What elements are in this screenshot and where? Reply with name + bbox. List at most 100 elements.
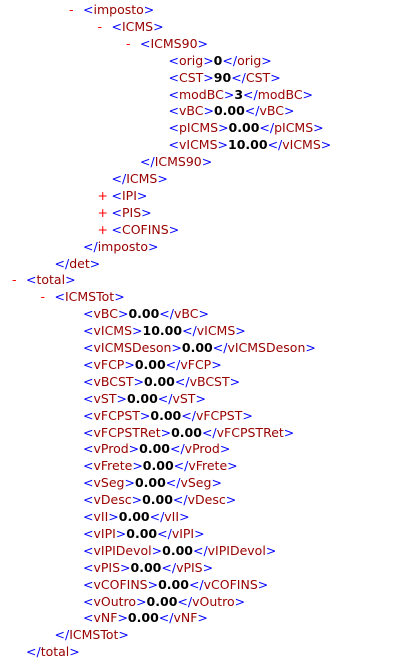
- bracket: </: [173, 458, 189, 474]
- element-name: vST: [172, 390, 196, 406]
- bracket: >: [320, 137, 332, 153]
- collapse-toggle[interactable]: -: [69, 2, 74, 17]
- bracket: >: [261, 52, 272, 68]
- element-name: vICMSDeson: [93, 340, 172, 355]
- element-name: modBC: [257, 86, 303, 102]
- bracket: <: [83, 458, 94, 474]
- xml-line: <vCOFINS>0.00</vCOFINS>: [69, 576, 268, 593]
- bracket: >: [227, 458, 238, 474]
- bracket: </: [243, 86, 258, 102]
- xml-line: +<COFINS>: [98, 221, 180, 238]
- element-name: vFCPSTRet: [216, 424, 284, 440]
- bracket: >: [283, 103, 295, 119]
- element-name: vNF: [173, 610, 198, 626]
- bracket: >: [65, 272, 76, 288]
- element-name: CST: [178, 69, 204, 85]
- element-name: vBCST: [93, 373, 134, 389]
- bracket: >: [194, 525, 205, 541]
- bracket: >: [108, 509, 119, 524]
- toggle-spacer: [41, 255, 55, 272]
- xml-line: <modBC>3</modBC>: [155, 86, 314, 103]
- toggle-spacer: [69, 440, 83, 457]
- element-name: vICMS: [178, 137, 218, 153]
- toggle-spacer: [69, 390, 83, 407]
- bracket: >: [139, 407, 151, 423]
- bracket: <: [111, 187, 122, 203]
- expand-toggle[interactable]: +: [97, 187, 108, 203]
- xml-line: <vNF>0.00</vNF>: [69, 609, 208, 626]
- bracket: >: [116, 390, 127, 406]
- element-name: vIPIDevol: [93, 542, 152, 558]
- xml-line: <vBCST>0.00</vBCST>: [69, 373, 240, 390]
- bracket: >: [302, 86, 314, 102]
- element-name: pICMS: [178, 120, 219, 136]
- element-value: 0.00: [146, 593, 178, 609]
- xml-line: <vBC>0.00</vBC>: [155, 102, 295, 119]
- xml-line: <pICMS>0.00</pICMS>: [155, 119, 324, 136]
- element-name: orig: [178, 52, 204, 68]
- element-name: vFCPST: [195, 407, 243, 423]
- bracket: >: [160, 424, 172, 440]
- bracket: >: [242, 407, 253, 423]
- xml-line: -<ICMS90>: [126, 35, 208, 52]
- bracket: >: [117, 610, 128, 626]
- element-name: vFCPSTRet: [93, 424, 161, 440]
- collapse-toggle[interactable]: -: [40, 289, 46, 305]
- toggle-spacer: [69, 559, 83, 576]
- collapse-toggle[interactable]: -: [126, 35, 131, 51]
- bracket: </: [157, 525, 172, 541]
- element-value: 0.00: [134, 356, 166, 372]
- toggle-spacer: [69, 424, 83, 441]
- bracket: >: [197, 610, 208, 626]
- toggle-spacer: [69, 508, 83, 525]
- expand-toggle[interactable]: +: [97, 204, 108, 220]
- element-name: vBC: [173, 306, 199, 322]
- bracket: </: [169, 441, 185, 457]
- element-name: imposto: [93, 2, 144, 17]
- element-value: 0.00: [139, 441, 170, 457]
- element-name: vFrete: [188, 458, 228, 474]
- element-name: vICMS: [93, 323, 133, 339]
- bracket: >: [168, 221, 180, 237]
- bracket: </: [201, 424, 217, 440]
- bracket: <: [83, 373, 94, 389]
- xml-line: <vFCPST>0.00</vFCPST>: [69, 407, 253, 424]
- xml-line: <vDesc>0.00</vDesc>: [69, 491, 236, 508]
- xml-line: <vBC>0.00</vBC>: [69, 305, 209, 322]
- element-name: ICMS: [126, 171, 158, 186]
- bracket: >: [147, 576, 159, 592]
- bracket: >: [257, 576, 269, 592]
- element-name: vICMS: [282, 137, 321, 153]
- bracket: </: [54, 255, 70, 271]
- xml-line: <orig>0</orig>: [155, 52, 272, 69]
- bracket: >: [217, 137, 229, 153]
- bracket: <: [168, 52, 179, 68]
- xml-line: <vICMS>10.00</vICMS>: [155, 136, 332, 153]
- element-name: vBCST: [189, 373, 230, 389]
- xml-line: </imposto>: [69, 238, 158, 255]
- bracket: <: [83, 593, 94, 609]
- element-value: 10.00: [142, 323, 183, 339]
- element-value: 0.00: [144, 373, 175, 389]
- bracket: >: [124, 356, 135, 372]
- element-name: vSeg: [93, 475, 125, 491]
- element-name: vFCP: [93, 356, 125, 372]
- expand-toggle[interactable]: +: [97, 221, 108, 237]
- bracket: >: [114, 289, 125, 305]
- bracket: <: [83, 340, 94, 355]
- toggle-spacer: [69, 356, 83, 373]
- xml-line: <vPIS>0.00</vPIS>: [69, 559, 213, 576]
- bracket: <: [54, 289, 65, 305]
- bracket: <: [83, 509, 94, 524]
- bracket: >: [198, 306, 209, 322]
- collapse-toggle[interactable]: -: [97, 18, 103, 34]
- bracket: </: [26, 644, 41, 660]
- toggle-spacer: [155, 69, 169, 86]
- xml-line: <CST>90</CST>: [155, 69, 281, 86]
- toggle-spacer: [155, 102, 169, 119]
- bracket: <: [83, 306, 94, 322]
- toggle-spacer: [69, 474, 83, 491]
- toggle-spacer: [155, 86, 169, 103]
- collapse-toggle[interactable]: -: [12, 272, 17, 288]
- toggle-spacer: [69, 542, 83, 559]
